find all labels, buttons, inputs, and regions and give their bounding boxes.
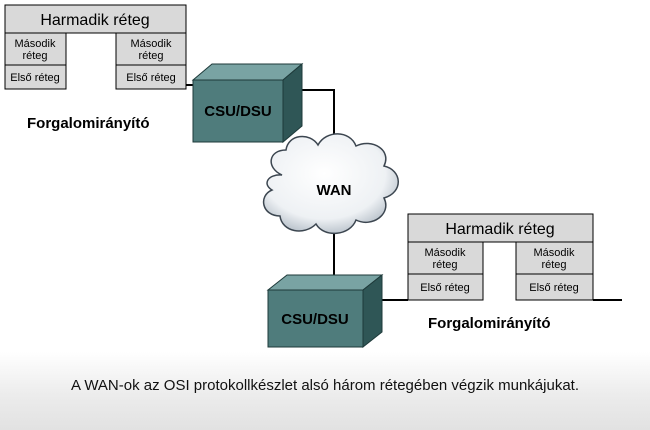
router-top-right-layer1-box (115, 64, 187, 90)
router-top-layer3-box (4, 4, 187, 34)
router-bottom-right-layer2-box (515, 241, 594, 275)
router-bottom-right-layer1-box (515, 273, 594, 301)
csu-top-front-face (192, 79, 284, 143)
wan-label: WAN (317, 182, 352, 199)
router-bottom-left-layer2-box (407, 241, 484, 275)
router-top-label: Forgalomirányító (27, 115, 150, 132)
router-top-right-layer1-label: Első réteg (126, 72, 176, 84)
router-bottom-right-layer1-label: Első réteg (529, 282, 579, 294)
csu-bottom-label: CSU/DSU (281, 311, 349, 328)
router-top-left-layer1-box (4, 64, 67, 90)
router-top-layer3-label: Harmadik réteg (40, 12, 149, 29)
router-top-right-layer2-box (115, 32, 187, 66)
wan-cloud-icon: WAN (262, 133, 399, 234)
router-bottom-layer3-box (407, 213, 594, 243)
csu-top-label: CSU/DSU (204, 103, 272, 120)
wan-cloud-shape (262, 133, 399, 234)
router-bottom-left-layer1-label: Első réteg (420, 282, 470, 294)
connection-lines (186, 84, 622, 301)
router-bottom-label: Forgalomirányító (428, 315, 551, 332)
caption-text: A WAN-ok az OSI protokollkészlet alsó há… (70, 377, 579, 394)
router-bottom-left-layer1-box (407, 273, 484, 301)
router-top-left-layer1-label: Első réteg (10, 72, 60, 84)
router-bottom-layer3-label: Harmadik réteg (445, 221, 554, 238)
csu-bottom-device: CSU/DSU (266, 273, 384, 349)
csu-bottom-front-face (267, 289, 364, 348)
csu-bottom-top-face (266, 274, 384, 291)
caption-panel: A WAN-ok az OSI protokollkészlet alsó há… (0, 352, 650, 430)
csu-top-to-wan-link (302, 89, 335, 152)
csu-top-device: CSU/DSU (191, 62, 304, 144)
